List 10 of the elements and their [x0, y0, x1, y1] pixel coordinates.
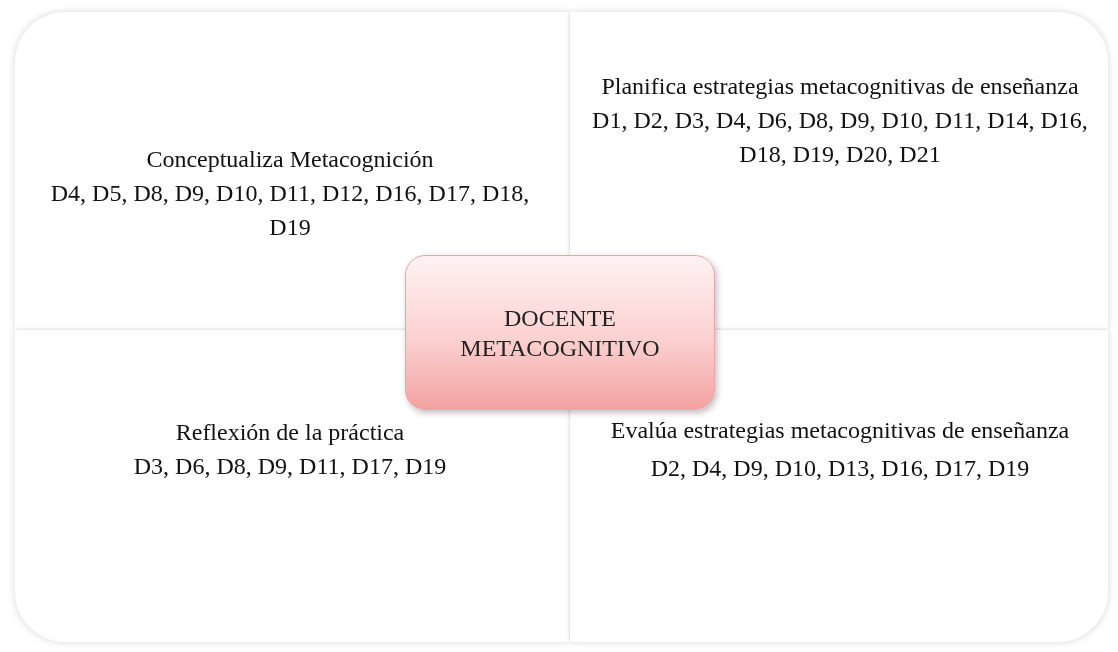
center-label: DOCENTE METACOGNITIVO [459, 303, 661, 363]
code-list: D3, D6, D8, D9, D11, D17, D19 [35, 449, 545, 483]
quadrant-heading: Conceptualiza Metacognición [145, 145, 435, 174]
quadrant-heading: Reflexión de la práctica [174, 418, 406, 447]
code-list: D4, D5, D8, D9, D10, D11, D12, D16, D17, D18, D19 [35, 176, 545, 244]
quadrant-heading: Planifica estrategias metacognitivas de enseñanza [600, 72, 1080, 101]
code-list: D2, D4, D9, D10, D13, D16, D17, D19 [580, 451, 1100, 485]
code-list: D1, D2, D3, D4, D6, D8, D9, D10, D11, D14, D16, D18, D19, D20, D21 [580, 103, 1100, 171]
quadrant-heading: Evalúa estrategias metacognitivas de enseñanza [609, 416, 1071, 445]
center-box [405, 255, 715, 410]
